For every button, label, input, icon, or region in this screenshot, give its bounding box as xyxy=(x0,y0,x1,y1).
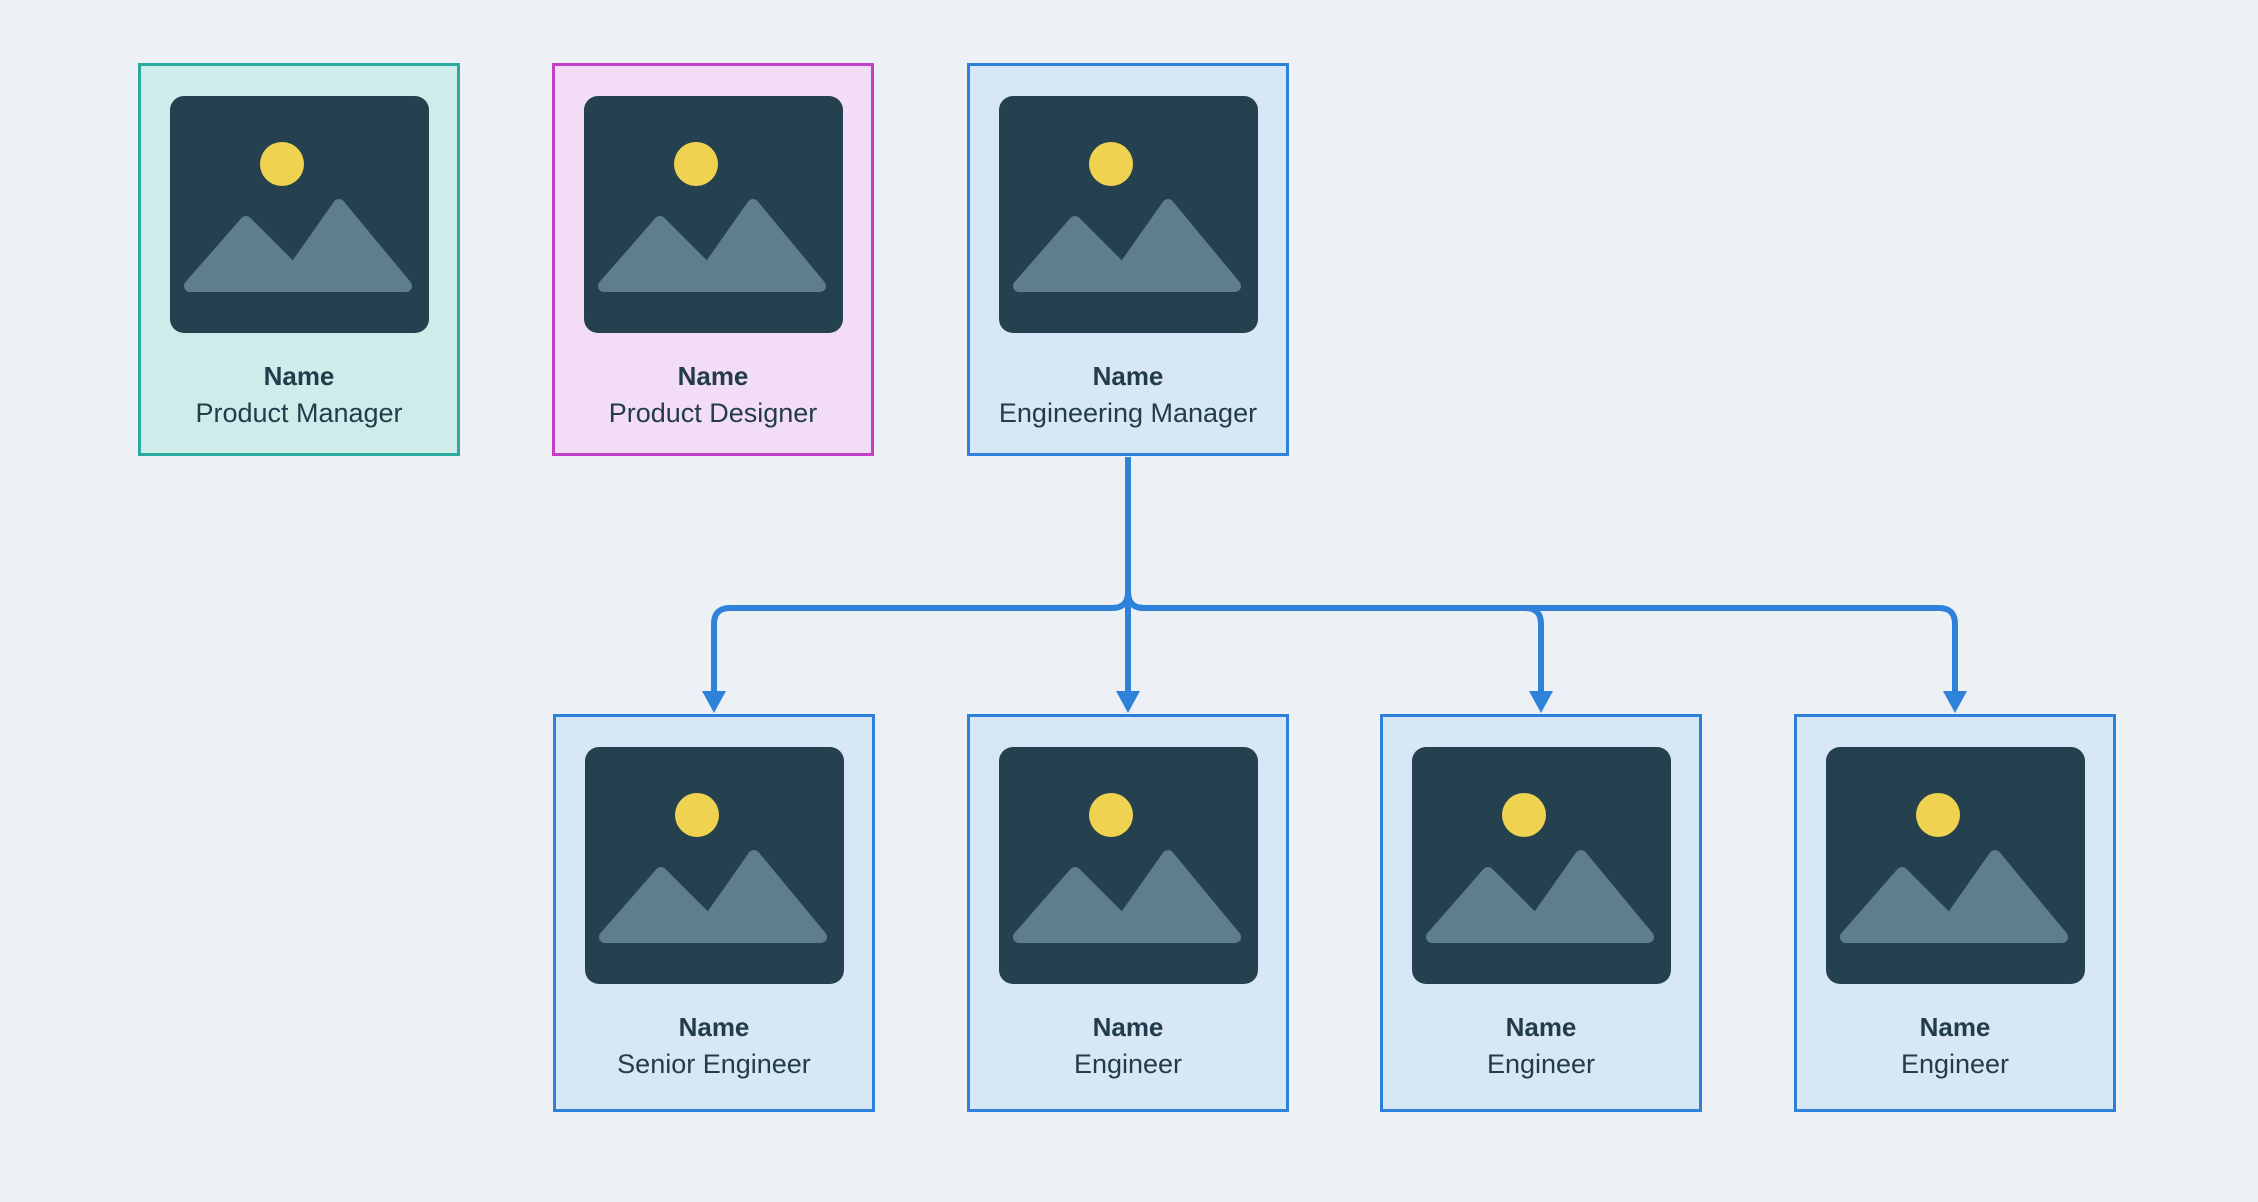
edge-line xyxy=(711,457,1131,691)
org-card-senior-engineer[interactable]: Name Senior Engineer xyxy=(553,714,875,1112)
edge-line xyxy=(1125,457,1958,691)
image-placeholder-icon xyxy=(169,96,429,333)
image-placeholder-icon xyxy=(583,96,843,333)
org-card-engineer-3[interactable]: Name Engineer xyxy=(1794,714,2116,1112)
card-role: Product Designer xyxy=(608,398,818,428)
card-role: Engineering Manager xyxy=(998,398,1258,428)
arrowhead-icon xyxy=(1943,691,1967,713)
card-name: Name xyxy=(1919,1012,1991,1042)
card-name: Name xyxy=(1092,361,1164,391)
card-name: Name xyxy=(678,1012,750,1042)
org-card-product-manager[interactable]: Name Product Manager xyxy=(138,63,460,456)
org-card-engineering-manager[interactable]: Name Engineering Manager xyxy=(967,63,1289,456)
connector-engineering-manager-to-senior-engineer[interactable] xyxy=(702,457,1131,713)
image-placeholder-icon xyxy=(998,96,1258,333)
image-placeholder-icon xyxy=(584,747,844,984)
card-name: Name xyxy=(1505,1012,1577,1042)
image-placeholder-icon xyxy=(1411,747,1671,984)
card-name: Name xyxy=(1092,1012,1164,1042)
image-placeholder-icon xyxy=(998,747,1258,984)
card-name: Name xyxy=(677,361,749,391)
image-placeholder-icon xyxy=(1825,747,2085,984)
card-name: Name xyxy=(263,361,335,391)
arrowhead-icon xyxy=(1529,691,1553,713)
card-role: Product Manager xyxy=(195,398,403,428)
card-role: Engineer xyxy=(1900,1049,2010,1079)
org-card-product-designer[interactable]: Name Product Designer xyxy=(552,63,874,456)
edge-line xyxy=(1125,457,1544,691)
connector-engineering-manager-to-engineer-2[interactable] xyxy=(1125,457,1553,713)
card-role: Engineer xyxy=(1486,1049,1596,1079)
connector-engineering-manager-to-engineer-3[interactable] xyxy=(1125,457,1967,713)
card-role: Senior Engineer xyxy=(617,1049,811,1079)
org-card-engineer-1[interactable]: Name Engineer xyxy=(967,714,1289,1112)
org-card-engineer-2[interactable]: Name Engineer xyxy=(1380,714,1702,1112)
arrowhead-icon xyxy=(702,691,726,713)
card-role: Engineer xyxy=(1073,1049,1183,1079)
arrowhead-icon xyxy=(1116,691,1140,713)
